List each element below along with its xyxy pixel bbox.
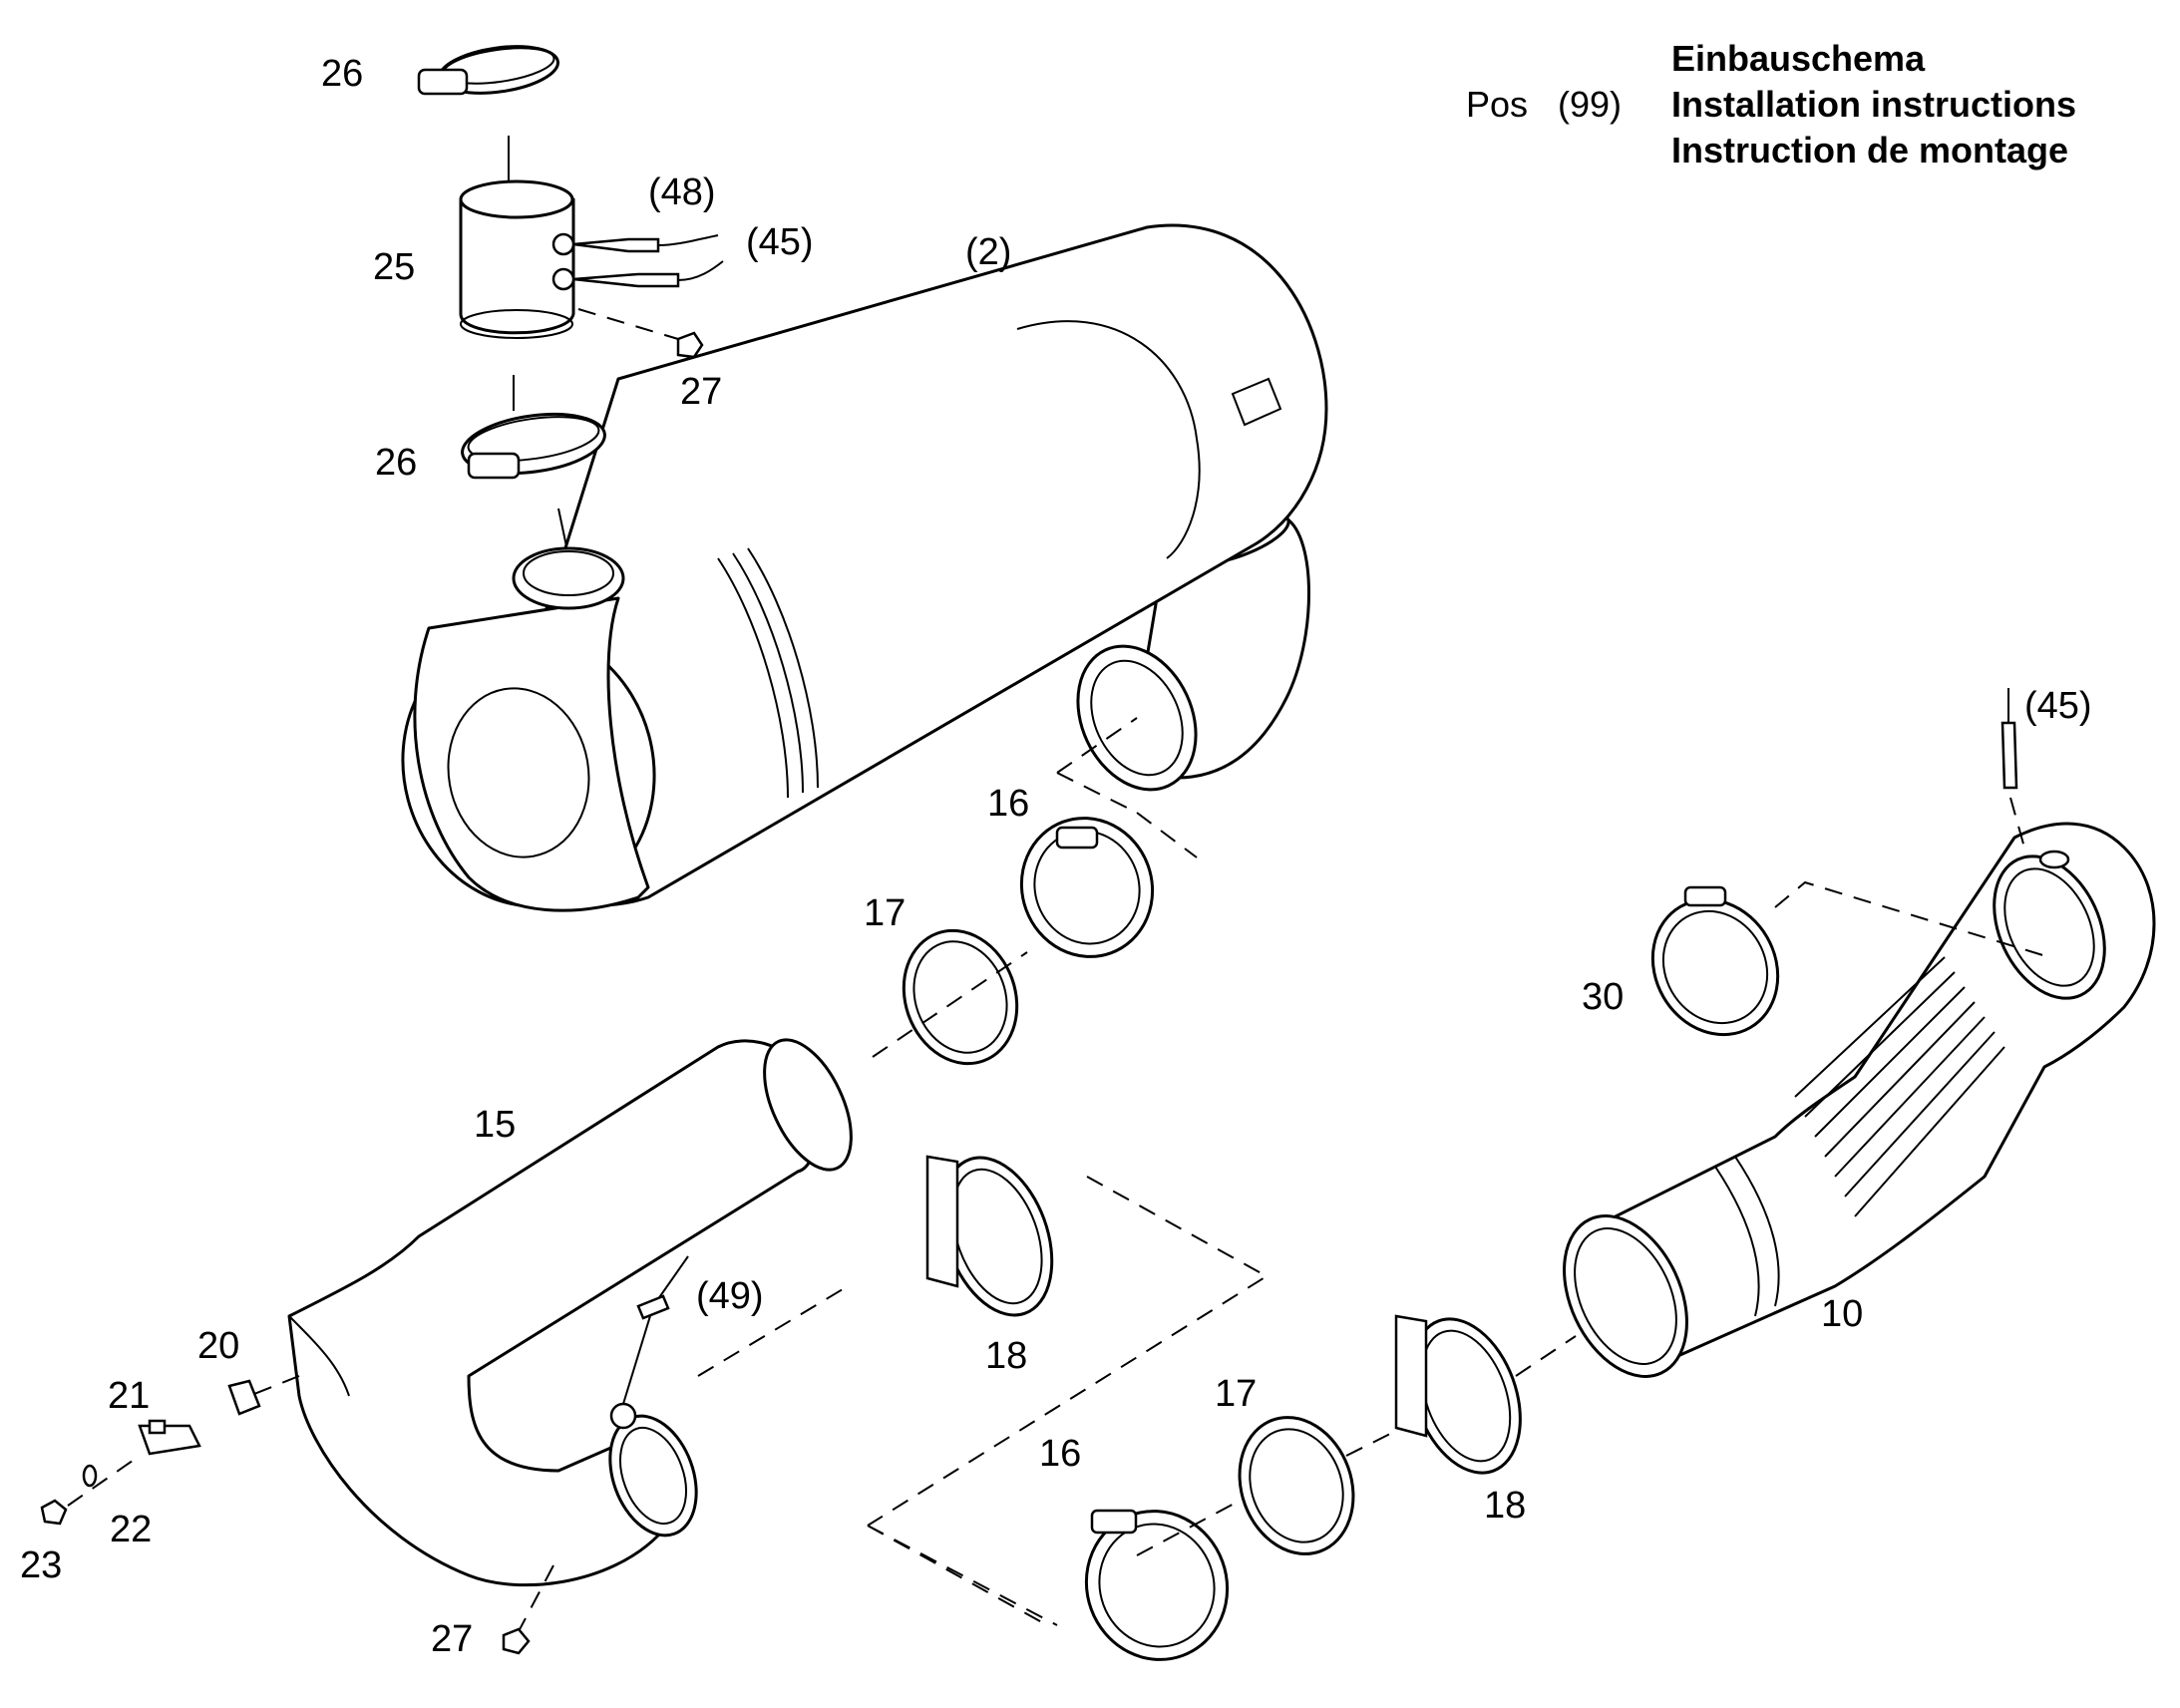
clamp-18-left xyxy=(925,1155,1054,1317)
leader-line xyxy=(557,508,567,547)
gasket-20 xyxy=(227,1379,261,1416)
nut-27-top xyxy=(676,331,704,359)
washer-22 xyxy=(82,1464,98,1488)
sensor-45-top xyxy=(572,260,724,288)
clamp-16-bottom xyxy=(1084,1509,1230,1661)
callout-25: 25 xyxy=(373,246,415,288)
ring-17-bottom xyxy=(1238,1416,1355,1555)
dash-guide xyxy=(1774,880,2050,958)
sensor-45-right xyxy=(2000,688,2025,849)
pos-label: Pos xyxy=(1466,84,1529,125)
callout-17-bottom: 17 xyxy=(1215,1373,1257,1415)
callout-27-bottom: 27 xyxy=(431,1618,473,1660)
callout-26-middle: 26 xyxy=(375,442,417,484)
clamp-30 xyxy=(1650,885,1780,1037)
dash-guide xyxy=(867,1525,1058,1626)
flex-pipe-10 xyxy=(1563,822,2156,1378)
dash-guide xyxy=(248,1375,300,1397)
callout-23: 23 xyxy=(20,1544,62,1586)
callout-2: (2) xyxy=(965,231,1011,273)
callout-15: 15 xyxy=(474,1104,516,1146)
callout-18-left: 18 xyxy=(985,1335,1027,1377)
callout-27-top: 27 xyxy=(680,371,722,413)
callout-45-top: (45) xyxy=(746,221,814,263)
callout-18-right: 18 xyxy=(1484,1485,1526,1527)
sensor-49 xyxy=(622,1255,689,1405)
title-french: Instruction de montage xyxy=(1671,130,2069,171)
callout-16-bottom: 16 xyxy=(1039,1433,1081,1475)
sensor-21 xyxy=(138,1419,201,1456)
pos-number: (99) xyxy=(1558,84,1623,125)
callout-21: 21 xyxy=(108,1375,150,1417)
dash-guide xyxy=(872,951,1028,1058)
callout-48: (48) xyxy=(648,171,716,213)
dash-guide xyxy=(67,1455,141,1507)
clamp-16-top xyxy=(1019,817,1155,958)
sensor-housing-25 xyxy=(459,179,575,339)
callout-17-top: 17 xyxy=(864,892,906,934)
nut-23 xyxy=(40,1499,68,1526)
sensor-48 xyxy=(572,234,719,253)
callout-45-right: (45) xyxy=(2024,685,2092,727)
callout-30: 30 xyxy=(1582,976,1624,1018)
title-english: Installation instructions xyxy=(1671,84,2077,125)
bolt-27-bottom xyxy=(502,1564,554,1655)
clamp-26-middle xyxy=(461,413,606,480)
dash-guide xyxy=(1515,1335,1577,1377)
callout-16-top: 16 xyxy=(987,783,1029,825)
callout-26-top: 26 xyxy=(321,53,363,95)
clamp-18-right xyxy=(1394,1314,1522,1475)
dash-guide xyxy=(697,1176,1269,1527)
leader-line xyxy=(577,308,679,340)
title-german: Einbauschema xyxy=(1671,38,1926,79)
callout-20: 20 xyxy=(197,1325,239,1367)
callout-22: 22 xyxy=(110,1509,152,1550)
pipe-15 xyxy=(287,1038,853,1587)
dash-guide xyxy=(1056,717,1198,858)
clamp-26-top xyxy=(417,45,559,96)
callout-49: (49) xyxy=(696,1275,764,1317)
callout-10: 10 xyxy=(1821,1293,1863,1335)
